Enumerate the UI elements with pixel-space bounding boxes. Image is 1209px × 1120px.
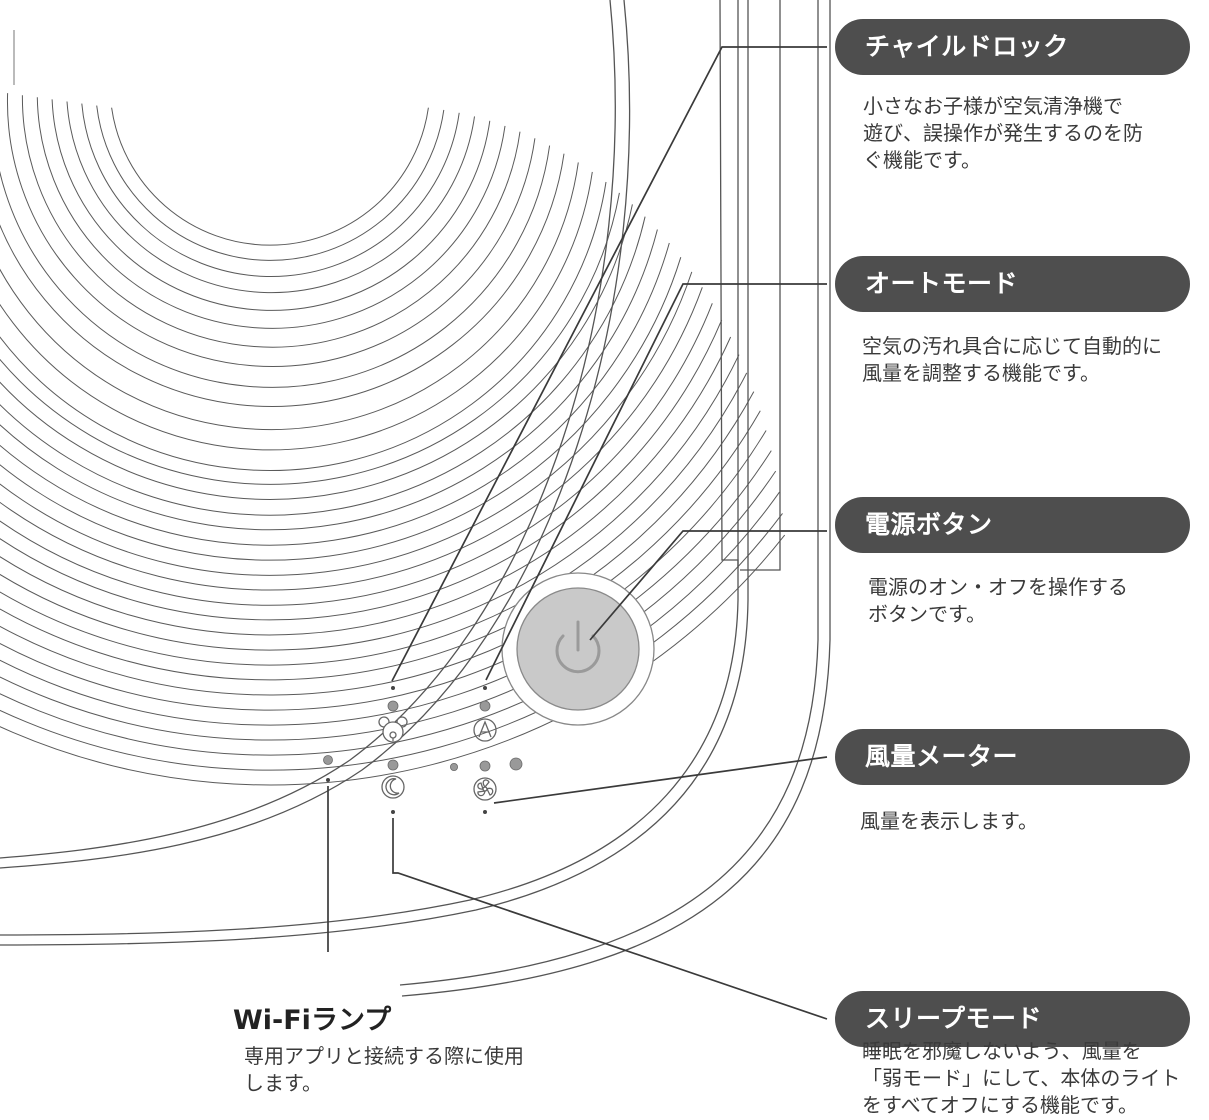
device-body-outline — [0, 0, 831, 997]
grille-arc — [0, 181, 607, 471]
wifi-lamp-description: 専用アプリと接続する際に使用 します。 — [244, 1044, 524, 1095]
grille-arc — [0, 319, 723, 621]
leader-fan-meter — [493, 756, 828, 804]
grille-arc — [0, 354, 740, 651]
sleep-mode-title: スリープモード — [835, 991, 1190, 1047]
auto-a-icon[interactable] — [473, 718, 497, 742]
grille-arc — [0, 229, 658, 531]
fan-meter-led-1 — [449, 763, 458, 772]
grille-arc — [0, 410, 761, 696]
indicator-dots — [323, 700, 523, 772]
grille-arc — [0, 216, 646, 516]
leader-lines — [327, 46, 828, 1020]
grille-arc — [0, 303, 713, 606]
grille-arc — [0, 470, 777, 741]
grille-arc — [0, 145, 551, 388]
grille-arc — [0, 391, 755, 681]
grille-arc — [21, 95, 521, 348]
fan-meter-led-2 — [479, 760, 491, 772]
auto-mode-description: 空気の汚れ具合に応じて自動的に 風量を調整する機能です。 — [862, 334, 1162, 385]
wifi-lamp-title: Wi-Fiランプ — [233, 1005, 392, 1036]
power-icon — [555, 620, 601, 674]
grille-arc — [81, 103, 460, 277]
wifi-lamp-led — [323, 755, 333, 765]
bear-face-icon[interactable] — [378, 716, 408, 743]
grille-arc — [36, 97, 506, 329]
grille-arc — [0, 336, 732, 636]
grille-arc — [7, 93, 536, 367]
grille-arc — [0, 153, 565, 407]
grille-arc — [0, 204, 633, 500]
grille-arc — [66, 101, 475, 294]
grille-arc — [0, 162, 579, 430]
leader-sleep-mode — [392, 818, 828, 1020]
child-lock-description: 小さなお子様が空気清浄機で 遊び、誤操作が発生するのを防 ぐ機能です。 — [863, 94, 1143, 172]
fan-grille — [0, 93, 786, 786]
grille-arc — [0, 372, 748, 666]
sleep-mode-description: 睡眠を邪魔しないよう、風量を 「弱モード」にして、本体のライト をすべてオフにす… — [862, 1039, 1181, 1117]
leader-power-button — [589, 530, 827, 641]
fan-icon[interactable] — [473, 777, 497, 801]
grille-arc — [96, 105, 445, 261]
leader-auto-mode — [485, 283, 827, 681]
child-lock-title: チャイルドロック — [835, 19, 1190, 75]
sleep-mode-led — [387, 759, 399, 771]
grille-arc — [0, 450, 772, 726]
power-button[interactable] — [501, 572, 655, 726]
grille-arc — [0, 287, 703, 591]
grille-arc — [111, 107, 429, 246]
grille-arc — [0, 491, 780, 756]
leader-child-lock — [391, 46, 827, 682]
child-lock-led — [387, 700, 399, 712]
fan-meter-led-3 — [509, 757, 523, 771]
grille-arc — [0, 242, 670, 546]
grille-arc — [0, 271, 693, 576]
grille-arc — [0, 257, 682, 561]
fan-meter-description: 風量を表示します。 — [860, 809, 1038, 833]
grille-arc — [0, 192, 620, 485]
auto-mode-title: オートモード — [835, 256, 1190, 312]
moon-icon[interactable] — [381, 775, 405, 799]
auto-mode-led — [479, 700, 491, 712]
grille-arc — [51, 99, 491, 311]
power-button-title: 電源ボタン — [835, 497, 1190, 553]
power-button-description: 電源のオン・オフを操作する ボタンです。 — [868, 575, 1128, 626]
grille-arc — [0, 171, 593, 451]
fan-meter-title: 風量メーター — [835, 729, 1190, 785]
